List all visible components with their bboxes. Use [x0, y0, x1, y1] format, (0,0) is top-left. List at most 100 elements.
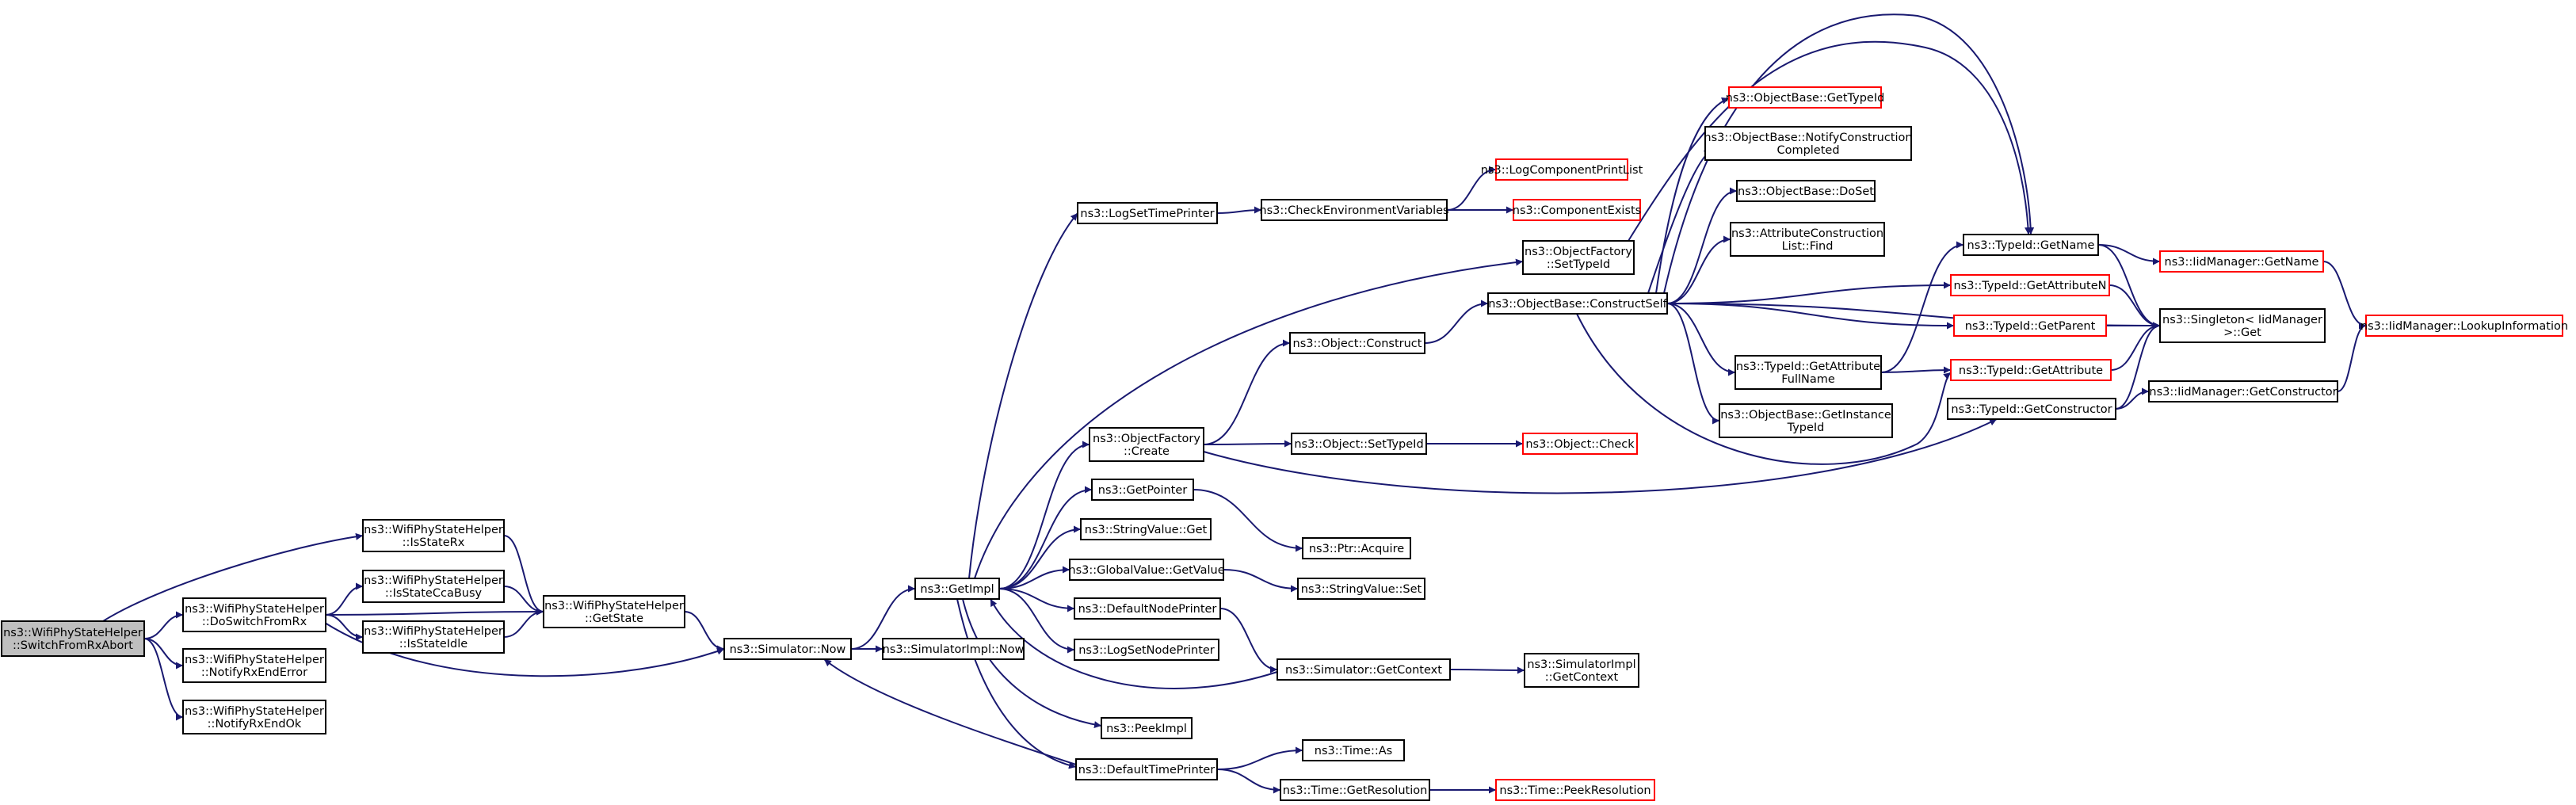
edge-ofsettypeid-to-typeidgetname [1628, 40, 2032, 242]
node-typeidgetattr[interactable]: ns3::TypeId::GetAttribute [1950, 359, 2112, 381]
node-typeidgetattrn[interactable]: ns3::TypeId::GetAttributeN [1950, 274, 2110, 296]
node-logcompprintlist[interactable]: ns3::LogComponentPrintList [1481, 158, 1643, 181]
node-label: ns3::ObjectFactory [1093, 433, 1200, 445]
node-getimpl[interactable]: ns3::GetImpl [914, 578, 1000, 600]
node-iidgetconstructor[interactable]: ns3::IidManager::GetConstructor [2148, 380, 2338, 402]
edge-doswitchfromrx-to-getstate [325, 608, 544, 616]
edge-getimpl-to-stringvalueget [998, 525, 1082, 589]
node-isstateidle[interactable]: ns3::WifiPhyStateHelper::IsStateIdle [362, 620, 505, 654]
node-label: ns3::TypeId::GetParent [1965, 320, 2096, 333]
node-logsettimeprinter[interactable]: ns3::LogSetTimePrinter [1077, 202, 1218, 224]
node-label: ns3::Object::Check [1525, 438, 1635, 451]
node-box [1280, 779, 1430, 801]
node-doswitchfromrx[interactable]: ns3::WifiPhyStateHelper::DoSwitchFromRx [182, 597, 326, 632]
node-label: ns3::GetImpl [920, 583, 994, 596]
edge-getimpl-to-defaulttimeprinter [956, 598, 1077, 769]
node-lookupinfo[interactable]: ns3::IidManager::LookupInformation [2360, 315, 2568, 337]
node-stringvalueset[interactable]: ns3::StringValue::Set [1297, 578, 1425, 600]
node-getpointer[interactable]: ns3::GetPointer [1091, 479, 1194, 501]
node-stringvalueget[interactable]: ns3::StringValue::Get [1080, 518, 1212, 540]
node-simimplgetcontext[interactable]: ns3::SimulatorImpl::GetContext [1524, 653, 1639, 688]
node-box [1704, 126, 1912, 161]
node-box [1277, 658, 1451, 681]
node-defaultnodeprinter[interactable]: ns3::DefaultNodePrinter [1074, 597, 1221, 620]
node-box [1291, 433, 1427, 455]
node-compexists[interactable]: ns3::ComponentExists [1513, 199, 1642, 221]
node-label: ns3::GlobalValue::GetValue [1068, 564, 1224, 577]
node-objsettypeid[interactable]: ns3::Object::SetTypeId [1291, 433, 1427, 455]
node-simnow[interactable]: ns3::Simulator::Now [723, 638, 852, 660]
node-checkenv[interactable]: ns3::CheckEnvironmentVariables [1259, 199, 1449, 221]
node-iidgetname[interactable]: ns3::IidManager::GetName [2159, 250, 2324, 273]
node-ofsettypeid[interactable]: ns3::ObjectFactory::SetTypeId [1522, 240, 1635, 275]
node-label: ns3::WifiPhyStateHelper [3, 627, 143, 639]
node-label: TypeId [1787, 422, 1825, 434]
node-box [1069, 559, 1224, 581]
edge-getimpl-to-ofsettypeid [974, 258, 1524, 579]
node-obdoset[interactable]: ns3::ObjectBase::DoSet [1736, 180, 1876, 202]
node-objconstruct[interactable]: ns3::Object::Construct [1289, 332, 1425, 354]
node-label: ns3::Time::GetResolution [1283, 784, 1428, 797]
node-timegetres[interactable]: ns3::Time::GetResolution [1280, 779, 1430, 801]
edge-isstateccabusy-to-getstate [503, 586, 544, 616]
node-switchfromrxabort[interactable]: ns3::WifiPhyStateHelper::SwitchFromRxAbo… [1, 620, 145, 657]
edge-typeidgetattrn-to-singletonget [2109, 284, 2161, 330]
node-label: ::IsStateCcaBusy [385, 587, 483, 600]
node-typeidgetname[interactable]: ns3::TypeId::GetName [1963, 234, 2099, 256]
node-box [1080, 518, 1212, 540]
node-constructself[interactable]: ns3::ObjectBase::ConstructSelf [1487, 292, 1668, 315]
node-singletonget[interactable]: ns3::Singleton< IidManager>::Get [2159, 308, 2326, 343]
node-globalvalueget[interactable]: ns3::GlobalValue::GetValue [1068, 559, 1225, 581]
edge-layer [102, 13, 2367, 794]
edge-defaulttimeprinter-to-timeas [1216, 746, 1303, 770]
node-obgettypeid[interactable]: ns3::ObjectBase::GetTypeId [1726, 86, 1885, 109]
node-ofcreate[interactable]: ns3::ObjectFactory::Create [1089, 427, 1204, 462]
node-box [1522, 240, 1635, 275]
node-timepeekres[interactable]: ns3::Time::PeekResolution [1495, 779, 1655, 801]
node-typeidgetparent[interactable]: ns3::TypeId::GetParent [1953, 315, 2107, 337]
node-label: ::SwitchFromRxAbort [13, 639, 133, 652]
edge-constructself-to-obdoset [1666, 187, 1738, 304]
node-label: ns3::ComponentExists [1513, 204, 1642, 217]
node-isstaterx[interactable]: ns3::WifiPhyStateHelper::IsStateRx [362, 519, 505, 552]
node-box [1524, 653, 1639, 688]
node-ptracquire[interactable]: ns3::Ptr::Acquire [1302, 537, 1411, 559]
node-objcheck[interactable]: ns3::Object::Check [1522, 433, 1638, 455]
node-getstate[interactable]: ns3::WifiPhyStateHelper::GetState [543, 595, 685, 628]
node-typeidgetconstructor[interactable]: ns3::TypeId::GetConstructor [1947, 398, 2116, 420]
node-defaulttimeprinter[interactable]: ns3::DefaultTimePrinter [1075, 758, 1218, 780]
edge-typeidgetconstructor-to-singletonget [2115, 322, 2161, 410]
edge-isstateidle-to-getstate [503, 608, 544, 638]
node-box [1947, 398, 2116, 420]
node-label: ns3::WifiPhyStateHelper [185, 705, 324, 718]
node-label: ns3::Time::As [1315, 745, 1392, 757]
node-box [1089, 427, 1204, 462]
node-label: ns3::Object::Construct [1293, 338, 1422, 350]
node-label: ns3::TypeId::GetAttribute [1959, 364, 2103, 377]
node-obnotify[interactable]: ns3::ObjectBase::NotifyConstructionCompl… [1704, 126, 1913, 161]
node-label: ns3::TypeId::GetAttributeN [1953, 280, 2106, 292]
node-notifyrxendok[interactable]: ns3::WifiPhyStateHelper::NotifyRxEndOk [182, 700, 326, 734]
edge-constructself-to-getinstancetypeid [1666, 303, 1720, 425]
node-peekimpl[interactable]: ns3::PeekImpl [1101, 717, 1193, 739]
node-logsetnodeprinter[interactable]: ns3::LogSetNodePrinter [1074, 639, 1219, 661]
edge-switchfromrxabort-to-isstaterx [102, 532, 364, 622]
edge-getattrfullname-to-typeidgetattr [1880, 366, 1952, 374]
node-isstateccabusy[interactable]: ns3::WifiPhyStateHelper::IsStateCcaBusy [362, 570, 505, 603]
node-label: Completed [1776, 144, 1839, 157]
edge-switchfromrxabort-to-notifyrxendok [143, 638, 184, 721]
node-label: ns3::ObjectBase::NotifyConstruction [1704, 132, 1912, 144]
node-simimplnow[interactable]: ns3::SimulatorImpl::Now [882, 638, 1025, 660]
node-label: ::IsStateRx [403, 536, 465, 549]
node-timeas[interactable]: ns3::Time::As [1302, 739, 1405, 761]
node-box [1091, 479, 1194, 501]
node-box [362, 519, 505, 552]
node-notifyrxenderror[interactable]: ns3::WifiPhyStateHelper::NotifyRxEndErro… [182, 648, 326, 683]
node-simgetcontext[interactable]: ns3::Simulator::GetContext [1277, 658, 1451, 681]
node-box [1963, 234, 2099, 256]
node-label: ns3::IidManager::GetName [2165, 256, 2319, 269]
node-label: ns3::CheckEnvironmentVariables [1259, 204, 1448, 217]
